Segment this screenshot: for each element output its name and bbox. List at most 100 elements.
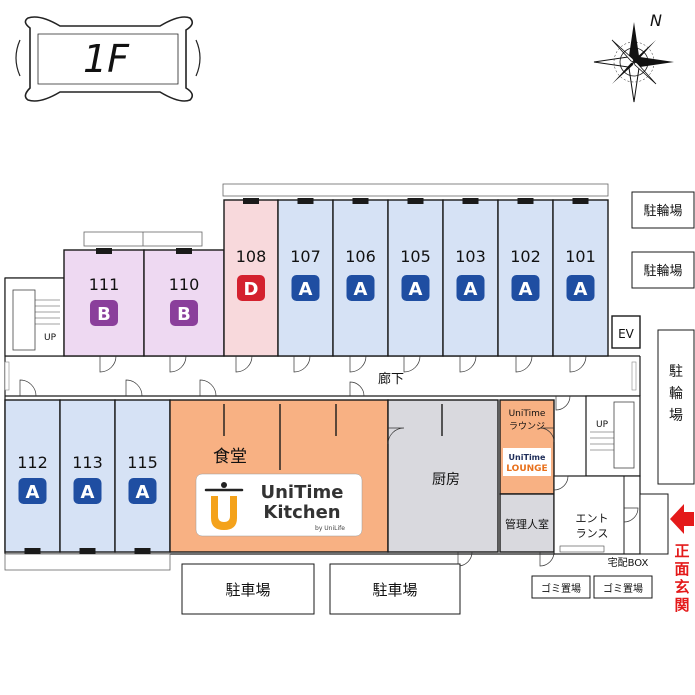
room-number: 106 [345, 247, 376, 266]
room-type-letter: A [409, 279, 423, 300]
lounge-logo-line1: UniTime [509, 453, 546, 462]
lounge-logo-line2: LOUNGE [506, 464, 547, 474]
pot-icon [204, 482, 244, 530]
kitchen-room: 厨房 [387, 399, 499, 553]
room-type-letter: D [244, 279, 259, 300]
compass-north-letter: N [650, 11, 662, 30]
room-type-badge [90, 300, 118, 326]
room-type-badge [170, 300, 198, 326]
room-type-letter: A [519, 279, 533, 300]
room-number: 101 [565, 247, 596, 266]
room-type-letter: B [177, 304, 191, 325]
unitime-kitchen-logo: UniTime Kitchen by UniLife [195, 473, 363, 537]
kitchen-logo-line2: Kitchen [263, 502, 340, 523]
room-type-letter: A [354, 279, 368, 300]
room-number: 112 [17, 453, 48, 472]
elevator: EV [611, 315, 641, 349]
room-number: 105 [400, 247, 431, 266]
room-number: 115 [127, 453, 158, 472]
room-type-badge [566, 275, 595, 301]
garbage-area-1-label: ゴミ置場 [541, 582, 581, 595]
lounge-room: UniTime ラウンジ UniTime LOUNGE [499, 399, 555, 495]
stair-up-label-upper: UP [44, 333, 57, 343]
room-type-badge [291, 275, 320, 301]
room-type-letter: A [574, 279, 588, 300]
room-number: 102 [510, 247, 541, 266]
kitchen-logo-line1: UniTime [260, 482, 343, 503]
garbage-area-2-label: ゴミ置場 [603, 582, 643, 595]
floor-title-frame: 1F [15, 16, 201, 102]
room-type-letter: A [464, 279, 478, 300]
parking-1: 駐車場 [181, 563, 315, 615]
room-type-badge [456, 275, 485, 301]
garbage-area-1: ゴミ置場 [531, 575, 591, 599]
door-arcs [19, 355, 639, 567]
room-type-letter: A [26, 482, 40, 503]
entrance-label-line2: ランス [576, 527, 609, 540]
stairwell-lower: UP [585, 395, 641, 477]
lounge-label-line2: ラウンジ [509, 421, 545, 432]
parking-1-label: 駐車場 [225, 581, 270, 599]
floor-label: 1F [83, 37, 130, 81]
compass-icon: N [593, 11, 674, 103]
room-type-badge [511, 275, 540, 301]
stairwell-upper: UP [4, 277, 65, 357]
room-type-letter: A [136, 482, 150, 503]
room-number: 107 [290, 247, 321, 266]
dining-label: 食堂 [213, 447, 247, 467]
room-type-letter: B [97, 304, 111, 325]
manager-room: 管理人室 [499, 493, 555, 553]
room-number: 113 [72, 453, 103, 472]
bike-parking-2: 駐輪場 [631, 251, 695, 289]
room-type-badge [128, 478, 157, 504]
bike-parking-3-label: 駐輪場 [669, 364, 683, 424]
elevator-label: EV [618, 327, 635, 341]
manager-room-label: 管理人室 [505, 517, 549, 531]
room-number: 110 [169, 275, 200, 294]
room-type-badge [401, 275, 430, 301]
room-type-badge [346, 275, 375, 301]
kitchen-logo-byline: by UniLife [315, 525, 345, 532]
bike-parking-2-label: 駐輪場 [643, 263, 682, 279]
bike-parking-1-label: 駐輪場 [643, 203, 682, 219]
entrance-area: エント ランス 宅配BOX [553, 475, 669, 569]
room-number: 111 [89, 275, 120, 294]
room-number: 103 [455, 247, 486, 266]
parking-2-label: 駐車場 [372, 581, 417, 599]
main-entrance-label: 正面玄関 [674, 542, 689, 614]
room-type-badge [73, 478, 102, 504]
corridor-label: 廊下 [378, 371, 404, 387]
dining-hall: 食堂 UniTime Kitchen by UniLife [169, 399, 389, 553]
parcel-box-label: 宅配BOX [608, 556, 649, 569]
room-type-letter: A [299, 279, 313, 300]
room-type-badge [18, 478, 47, 504]
room-type-letter: A [81, 482, 95, 503]
bike-parking-3: 駐輪場 [657, 329, 695, 485]
bike-parking-1: 駐輪場 [631, 191, 695, 229]
parking-2: 駐車場 [329, 563, 461, 615]
entrance-label-line1: エント [576, 512, 609, 525]
room-number: 108 [236, 247, 267, 266]
kitchen-label: 厨房 [432, 472, 460, 488]
lounge-label-line1: UniTime [509, 409, 546, 419]
room-type-badge [237, 275, 265, 301]
garbage-area-2: ゴミ置場 [593, 575, 653, 599]
main-entrance-arrow-icon [670, 504, 694, 534]
stair-up-label-lower: UP [596, 420, 609, 430]
